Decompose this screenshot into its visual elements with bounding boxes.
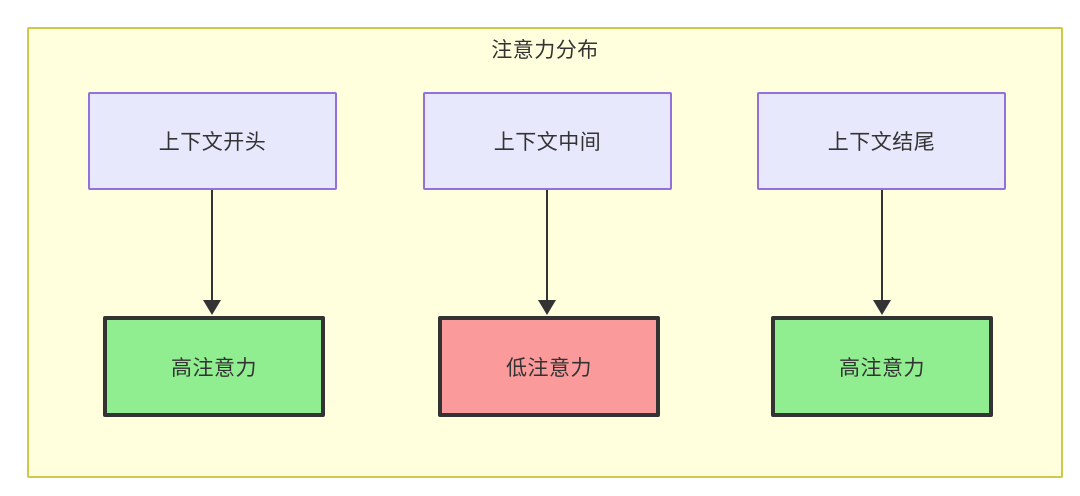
node-context-middle-label: 上下文中间: [493, 131, 602, 154]
node-attention-low-middle[interactable]: 低注意力: [438, 316, 660, 417]
node-context-end-label: 上下文结尾: [827, 131, 936, 154]
node-attention-high-start[interactable]: 高注意力: [103, 316, 325, 417]
down-arrow-icon: [538, 300, 556, 315]
down-arrow-icon: [203, 300, 221, 315]
node-attention-low-middle-label: 低注意力: [506, 356, 592, 380]
node-context-middle[interactable]: 上下文中间: [423, 92, 672, 190]
edge-context-start-to-attention: [211, 190, 213, 302]
node-context-start-label: 上下文开头: [158, 131, 267, 154]
node-attention-high-end[interactable]: 高注意力: [771, 316, 993, 417]
node-attention-high-start-label: 高注意力: [171, 356, 257, 380]
subgraph-title: 注意力分布: [491, 39, 599, 62]
node-context-start[interactable]: 上下文开头: [88, 92, 337, 190]
down-arrow-icon: [873, 300, 891, 315]
node-context-end[interactable]: 上下文结尾: [757, 92, 1006, 190]
edge-context-end-to-attention: [881, 190, 883, 302]
edge-context-middle-to-attention: [546, 190, 548, 302]
node-attention-high-end-label: 高注意力: [839, 356, 925, 380]
